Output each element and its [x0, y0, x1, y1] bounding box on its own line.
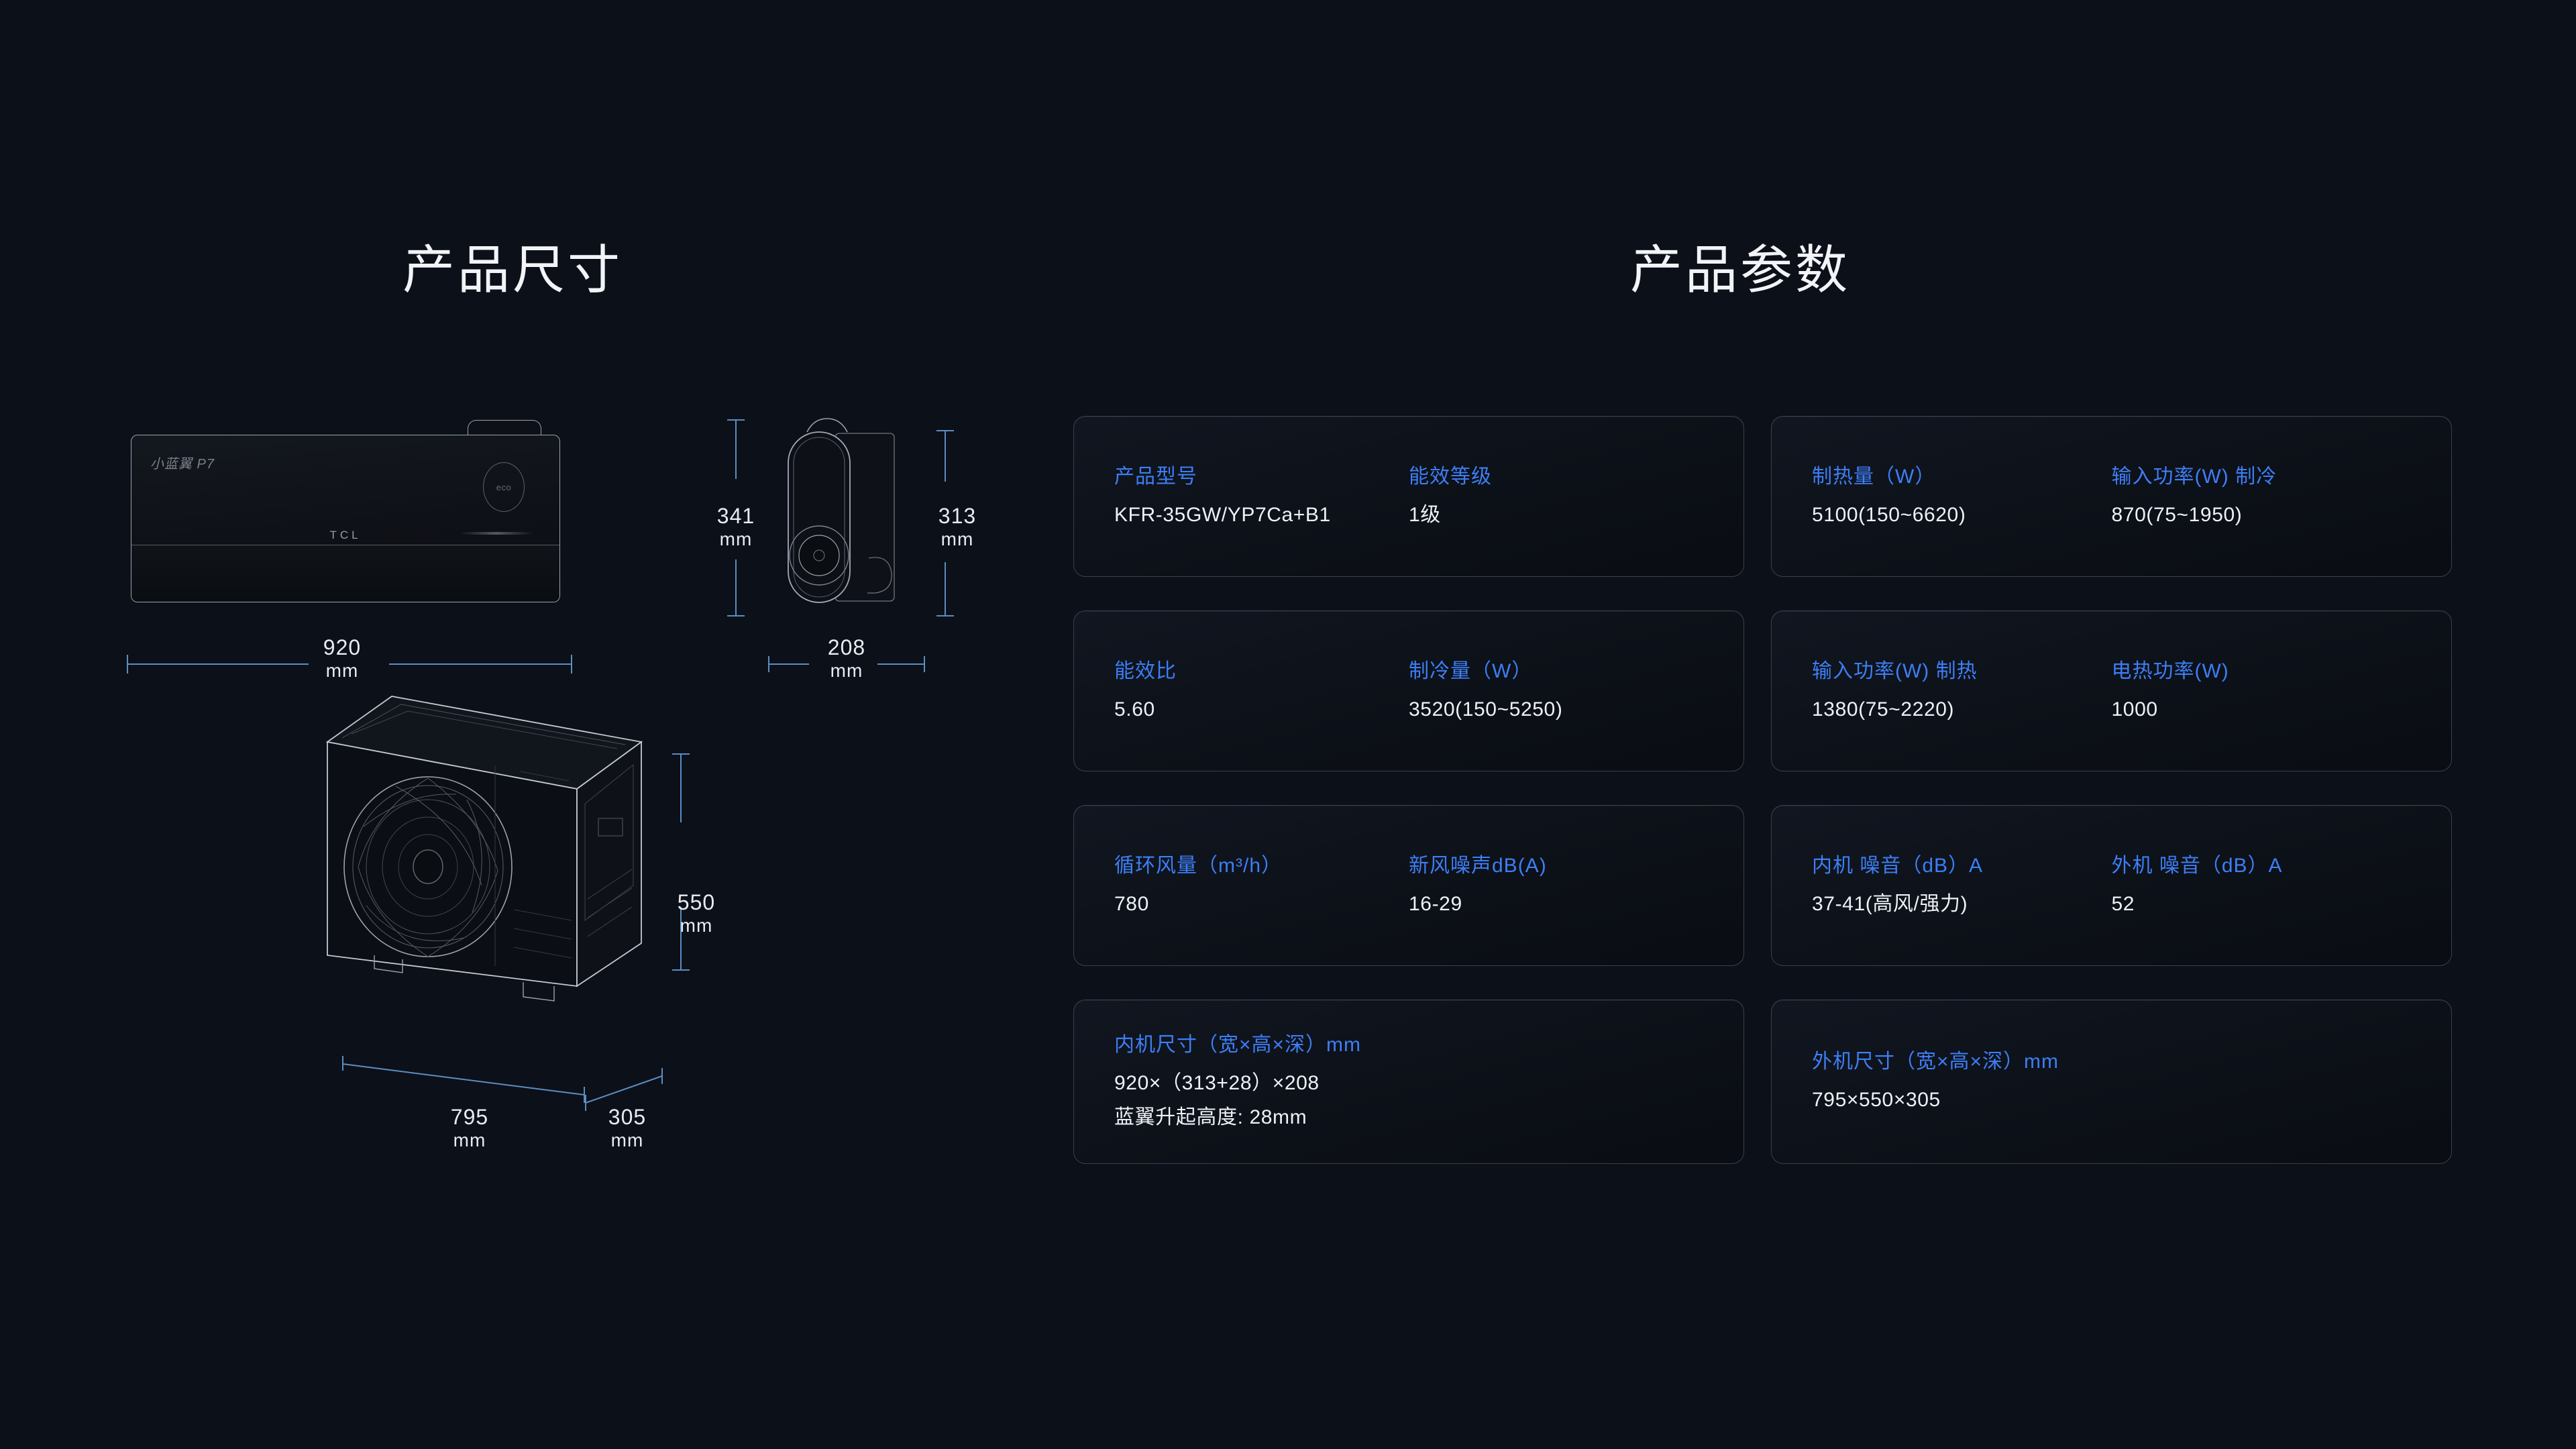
outdoor-height-dimension-label: 550 mm [669, 890, 723, 936]
indoor-height-body-dimension-label: 313 mm [934, 504, 981, 549]
indoor-unit-body: 小蓝翼 P7 eco TCL [131, 435, 560, 602]
spec-value: 37-41(高风/强力) [1812, 892, 1968, 915]
tcl-logo: TCL [329, 528, 362, 541]
indoor-depth-unit: mm [830, 659, 863, 681]
spec-field-input-power-cooling: 输入功率(W) 制冷 870(75~1950) [2112, 464, 2412, 530]
indoor-depth-value: 208 [827, 635, 866, 659]
indoor-unit-side-view [768, 416, 922, 617]
dimension-diagrams: 小蓝翼 P7 eco TCL 920 mm [0, 376, 1020, 1275]
spec-label: 产品型号 [1114, 465, 1197, 488]
indoor-height-total-value: 341 [716, 504, 755, 528]
outdoor-height-unit: mm [680, 914, 713, 936]
outdoor-height-value: 550 [677, 890, 716, 914]
spec-value: 780 [1114, 892, 1149, 915]
indoor-height-body-dimension-line [936, 430, 954, 616]
spec-field-eer: 能效比 5.60 [1114, 658, 1409, 724]
indoor-width-unit: mm [325, 659, 359, 681]
spec-label: 外机尺寸（宽×高×深）mm [1812, 1051, 2059, 1073]
outdoor-width-unit: mm [453, 1129, 486, 1150]
spec-field-model: 产品型号 KFR-35GW/YP7Ca+B1 [1114, 464, 1409, 530]
indoor-height-total-unit: mm [719, 528, 753, 549]
spec-field-outdoor-noise: 外机 噪音（dB）A 52 [2112, 853, 2412, 919]
spec-value: 52 [2111, 892, 2135, 915]
outdoor-unit-silhouette [325, 696, 643, 1002]
page-title-dimensions: 产品尺寸 [402, 240, 623, 299]
spec-value: 3520(150~5250) [1409, 698, 1563, 720]
indoor-depth-dimension-label: 208 mm [827, 635, 866, 681]
spec-label: 能效比 [1114, 659, 1177, 682]
spec-field-efficiency-grade: 能效等级 1级 [1409, 464, 1703, 530]
spec-card-model[interactable]: 产品型号 KFR-35GW/YP7Ca+B1 能效等级 1级 [1073, 416, 1744, 577]
spec-card-outdoor-dimensions[interactable]: 外机尺寸（宽×高×深）mm 795×550×305 [1771, 1000, 2452, 1164]
outdoor-width-dimension-line [342, 1056, 585, 1103]
spec-field-heating-capacity: 制热量（W） 5100(150~6620) [1812, 464, 2112, 530]
spec-value: KFR-35GW/YP7Ca+B1 [1114, 503, 1331, 526]
outdoor-depth-dimension-line [585, 1068, 663, 1111]
spec-field-indoor-noise: 内机 噪音（dB）A 37-41(高风/强力) [1812, 853, 2112, 919]
brand-mark-label: 小蓝翼 P7 [150, 457, 215, 472]
indoor-unit-top-tab [468, 420, 541, 437]
spec-value: 1380(75~2220) [1812, 698, 1955, 720]
indoor-height-total-dimension-line [727, 419, 745, 616]
indoor-height-body-value: 313 [938, 504, 977, 528]
parameter-card-column-left: 产品型号 KFR-35GW/YP7Ca+B1 能效等级 1级 能效比 5.60 … [1073, 416, 1744, 1197]
outdoor-depth-unit: mm [610, 1129, 644, 1150]
spec-label: 能效等级 [1409, 465, 1492, 488]
outdoor-depth-value: 305 [608, 1105, 647, 1129]
spec-card-indoor-dimensions[interactable]: 内机尺寸（宽×高×深）mm 920×（313+28）×208 蓝翼升起高度: 2… [1073, 1000, 1744, 1164]
outdoor-unit-view [322, 684, 738, 1033]
spec-label: 制冷量（W） [1409, 659, 1533, 682]
spec-label: 新风噪声dB(A) [1409, 854, 1547, 877]
spec-value: 1级 [1409, 503, 1441, 526]
outdoor-width-dimension-label: 795 mm [450, 1105, 489, 1150]
indoor-unit-front-view: 小蓝翼 P7 eco TCL [131, 420, 560, 602]
page-title-parameters: 产品参数 [1630, 240, 1851, 299]
spec-label: 制热量（W） [1812, 465, 1936, 488]
spec-label: 内机 噪音（dB）A [1812, 854, 1984, 877]
eco-badge-text: eco [496, 482, 512, 492]
spec-card-input-heating-electric[interactable]: 输入功率(W) 制热 1380(75~2220) 电热功率(W) 1000 [1771, 610, 2452, 771]
spec-card-heating-input-cooling[interactable]: 制热量（W） 5100(150~6620) 输入功率(W) 制冷 870(75~… [1771, 416, 2452, 577]
spec-field-cooling-capacity: 制冷量（W） 3520(150~5250) [1409, 658, 1703, 724]
spec-value: 795×550×305 [1812, 1089, 1941, 1112]
spec-field-electric-heating-power: 电热功率(W) 1000 [2112, 658, 2412, 724]
spec-card-eer-cooling[interactable]: 能效比 5.60 制冷量（W） 3520(150~5250) [1073, 610, 1744, 771]
led-indicator-strip [460, 531, 533, 535]
spec-field-outdoor-size: 外机尺寸（宽×高×深）mm 795×550×305 [1812, 1049, 2411, 1115]
outdoor-width-value: 795 [450, 1105, 489, 1129]
indoor-side-silhouette [788, 418, 895, 603]
spec-field-fresh-air-noise: 新风噪声dB(A) 16-29 [1409, 853, 1703, 919]
spec-value-secondary: 蓝翼升起高度: 28mm [1114, 1106, 1307, 1128]
indoor-width-dimension-line [127, 655, 572, 674]
spec-label: 输入功率(W) 制冷 [2111, 465, 2277, 488]
indoor-depth-dimension-line [768, 656, 925, 672]
spec-field-indoor-size: 内机尺寸（宽×高×深）mm 920×（313+28）×208 蓝翼升起高度: 2… [1114, 1032, 1703, 1132]
spec-value: 920×（313+28）×208 [1114, 1071, 1320, 1094]
outdoor-depth-dimension-label: 305 mm [608, 1105, 647, 1150]
spec-field-circulation-airflow: 循环风量（m³/h） 780 [1114, 853, 1409, 919]
spec-label: 内机尺寸（宽×高×深）mm [1114, 1033, 1362, 1056]
spec-card-unit-noise[interactable]: 内机 噪音（dB）A 37-41(高风/强力) 外机 噪音（dB）A 52 [1771, 805, 2452, 966]
spec-label: 循环风量（m³/h） [1114, 854, 1282, 877]
spec-value: 870(75~1950) [2111, 503, 2243, 526]
spec-label: 电热功率(W) [2111, 659, 2229, 682]
indoor-width-dimension-label: 920 mm [323, 635, 362, 681]
spec-label: 外机 噪音（dB）A [2111, 854, 2283, 877]
outdoor-height-dimension-line [672, 753, 690, 971]
indoor-height-body-unit: mm [941, 528, 974, 549]
spec-label: 输入功率(W) 制热 [1812, 659, 1978, 682]
indoor-height-total-dimension-label: 341 mm [712, 504, 759, 549]
indoor-width-value: 920 [323, 635, 362, 659]
parameter-card-column-right: 制热量（W） 5100(150~6620) 输入功率(W) 制冷 870(75~… [1771, 416, 2452, 1197]
eco-badge-icon: eco [483, 462, 525, 512]
spec-card-airflow-noise[interactable]: 循环风量（m³/h） 780 新风噪声dB(A) 16-29 [1073, 805, 1744, 966]
spec-value: 5100(150~6620) [1812, 503, 1966, 526]
spec-value: 5.60 [1114, 698, 1155, 720]
spec-field-input-power-heating: 输入功率(W) 制热 1380(75~2220) [1812, 658, 2112, 724]
spec-value: 1000 [2111, 698, 2158, 720]
spec-value: 16-29 [1409, 892, 1462, 915]
